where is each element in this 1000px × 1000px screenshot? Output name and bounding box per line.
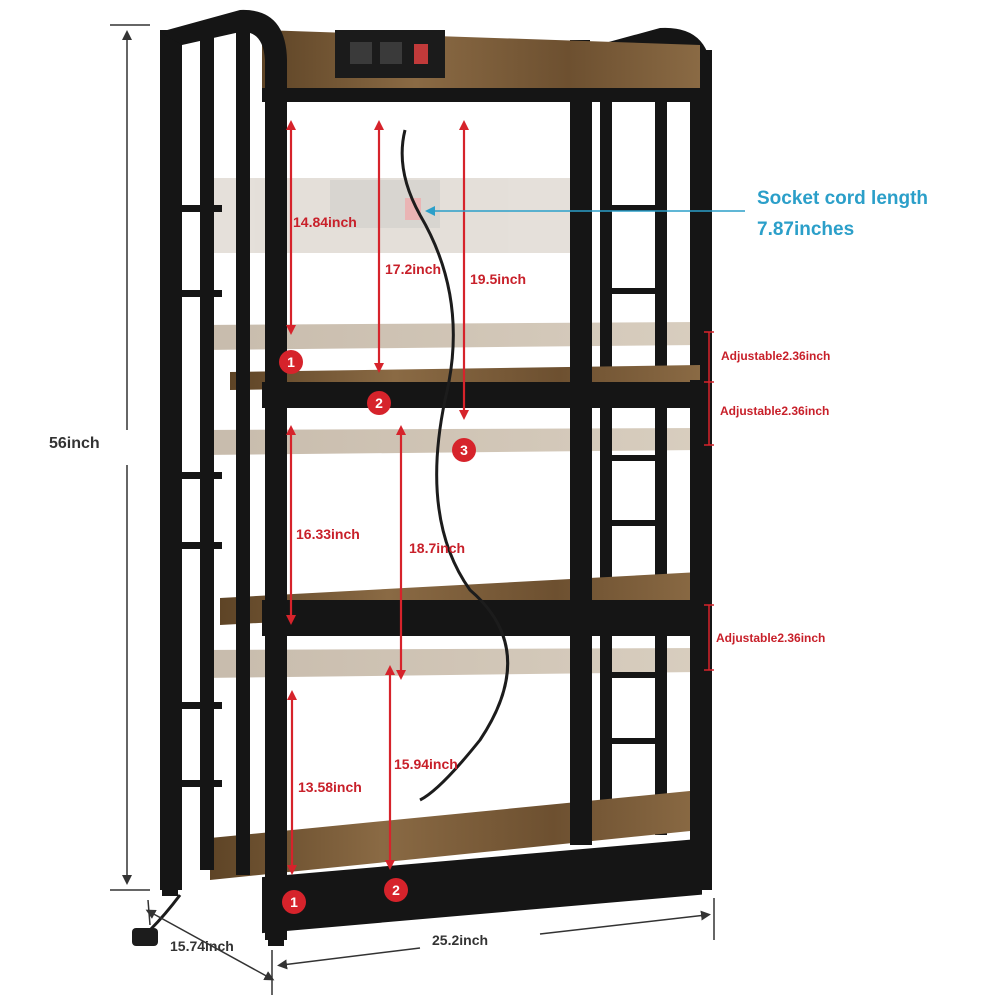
spacing-lower-1: 13.58inch	[298, 779, 362, 795]
spacing-lower-2: 15.94inch	[394, 756, 458, 772]
badge-2-top: 2	[367, 391, 391, 415]
badge-1-top: 1	[279, 350, 303, 374]
adjustable-label-c: Adjustable2.36inch	[716, 631, 826, 645]
power-cord	[400, 129, 510, 802]
socket-cord-length: 7.87inches	[757, 219, 855, 240]
badge-3: 3	[452, 438, 476, 462]
adjustable-label-a: Adjustable2.36inch	[721, 349, 831, 363]
badge-2-bottom: 2	[384, 878, 408, 902]
spacing-upper-3: 19.5inch	[470, 271, 527, 287]
spacing-middle-2: 18.7inch	[409, 540, 466, 556]
power-strip	[335, 30, 445, 78]
overall-dimensions	[110, 24, 715, 995]
adjustable-brackets	[704, 331, 714, 671]
spacing-upper-1: 14.84inch	[293, 214, 357, 230]
shelf-measurements	[286, 120, 469, 875]
badge-1-bottom: 1	[282, 890, 306, 914]
depth-label: 15.74inch	[170, 938, 234, 954]
height-label: 56inch	[49, 435, 100, 452]
width-label: 25.2inch	[432, 932, 489, 948]
socket-cord-title: Socket cord length	[757, 188, 929, 209]
spacing-middle-1: 16.33inch	[296, 526, 360, 542]
front-frame	[160, 9, 712, 946]
adjustable-label-b: Adjustable2.36inch	[720, 404, 830, 418]
spacing-upper-2: 17.2inch	[385, 261, 442, 277]
